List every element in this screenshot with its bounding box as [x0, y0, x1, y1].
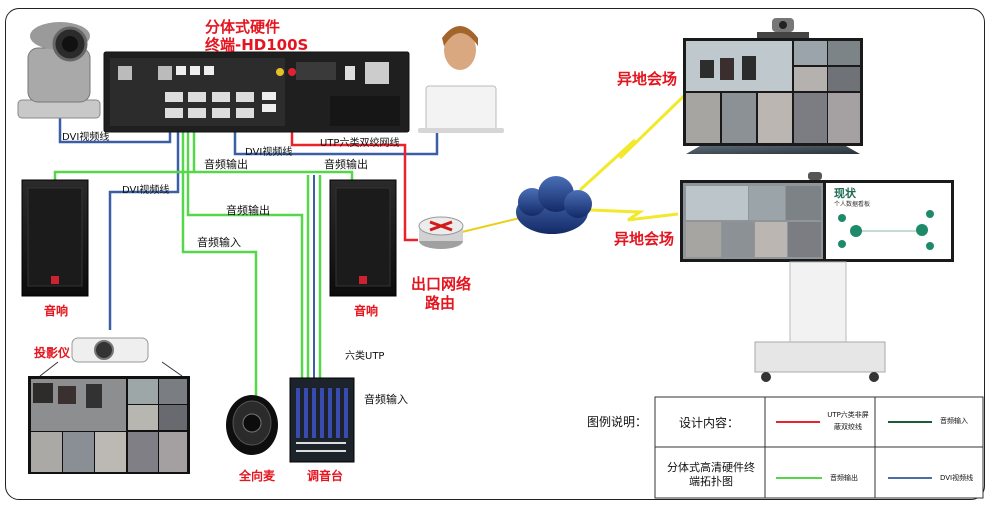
terminal-title-line1: 分体式硬件 [205, 18, 281, 36]
remote-site-2-display [680, 172, 954, 382]
label-mixer: 调音台 [307, 469, 344, 483]
label-remote-site-1: 异地会场 [617, 70, 678, 88]
audio-mixer [289, 377, 355, 463]
label-audio-out-right: 音频输出 [324, 158, 368, 171]
remote-site-1-tv [683, 18, 863, 154]
utp-cable-router [290, 124, 418, 242]
internet-cloud [516, 176, 592, 234]
operator-laptop [418, 26, 504, 133]
label-speaker-right: 音响 [354, 304, 379, 318]
label-audio-in-mixer: 音频输入 [364, 393, 408, 406]
dvi-cable-camera [58, 118, 172, 144]
label-router-line1: 出口网络 [411, 275, 472, 293]
omni-microphone [226, 395, 278, 455]
audio-out-mixer [186, 125, 304, 382]
label-audio-out-left: 音频输出 [204, 158, 248, 171]
label-dvi-camera: DVI视频线 [62, 132, 110, 143]
router-cloud-link [461, 217, 521, 233]
legend-item-dvi: DVI视频线 [940, 474, 974, 482]
lightning-site1 [578, 88, 692, 192]
label-microphone: 全向麦 [239, 469, 276, 483]
projector [39, 337, 183, 377]
legend-item-utp: UTP六类非屏蔽双绞线 [827, 411, 869, 431]
legend-item-audio-out: 音频输出 [830, 474, 858, 482]
label-projector: 投影仪 [34, 346, 71, 360]
label-audio-out-mixer: 音频输出 [226, 204, 270, 217]
legend-topology-label: 分体式高清硬件终端拓扑图 [667, 461, 755, 488]
legend-item-audio-in: 音频输入 [940, 417, 968, 425]
dvi-cable-projector [108, 125, 180, 330]
lightning-site2 [589, 208, 679, 222]
dvi-cable-laptop [233, 125, 439, 156]
audio-in-mic [181, 125, 258, 398]
label-audio-in-mic: 音频输入 [197, 236, 241, 249]
label-dvi-projector: DVI视频线 [122, 185, 170, 196]
label-utp-mixer: 六类UTP [345, 351, 385, 362]
ptz-camera [17, 22, 101, 119]
legend-design-label: 设计内容： [679, 416, 740, 430]
audio-out-speaker-right [194, 170, 354, 180]
terminal-title-line2: 终端-HD100S [205, 36, 309, 54]
speaker-left [21, 179, 89, 297]
label-router-line2: 路由 [425, 294, 456, 312]
speaker-right [329, 179, 397, 297]
board-subtitle: 个人数据看板 [834, 201, 871, 208]
label-dvi-laptop: DVI视频线 [245, 147, 293, 158]
projection-screen [28, 376, 190, 474]
label-utp-router: UTP六类双绞网线 [320, 138, 400, 149]
audio-out-speaker-left [53, 125, 196, 180]
label-speaker-left: 音响 [44, 304, 69, 318]
hd100s-terminal [103, 51, 410, 133]
label-remote-site-2: 异地会场 [614, 230, 675, 248]
egress-router [418, 216, 464, 249]
legend-heading: 图例说明： [587, 415, 648, 429]
legend-box [654, 396, 984, 499]
board-title: 现状 [834, 187, 856, 200]
